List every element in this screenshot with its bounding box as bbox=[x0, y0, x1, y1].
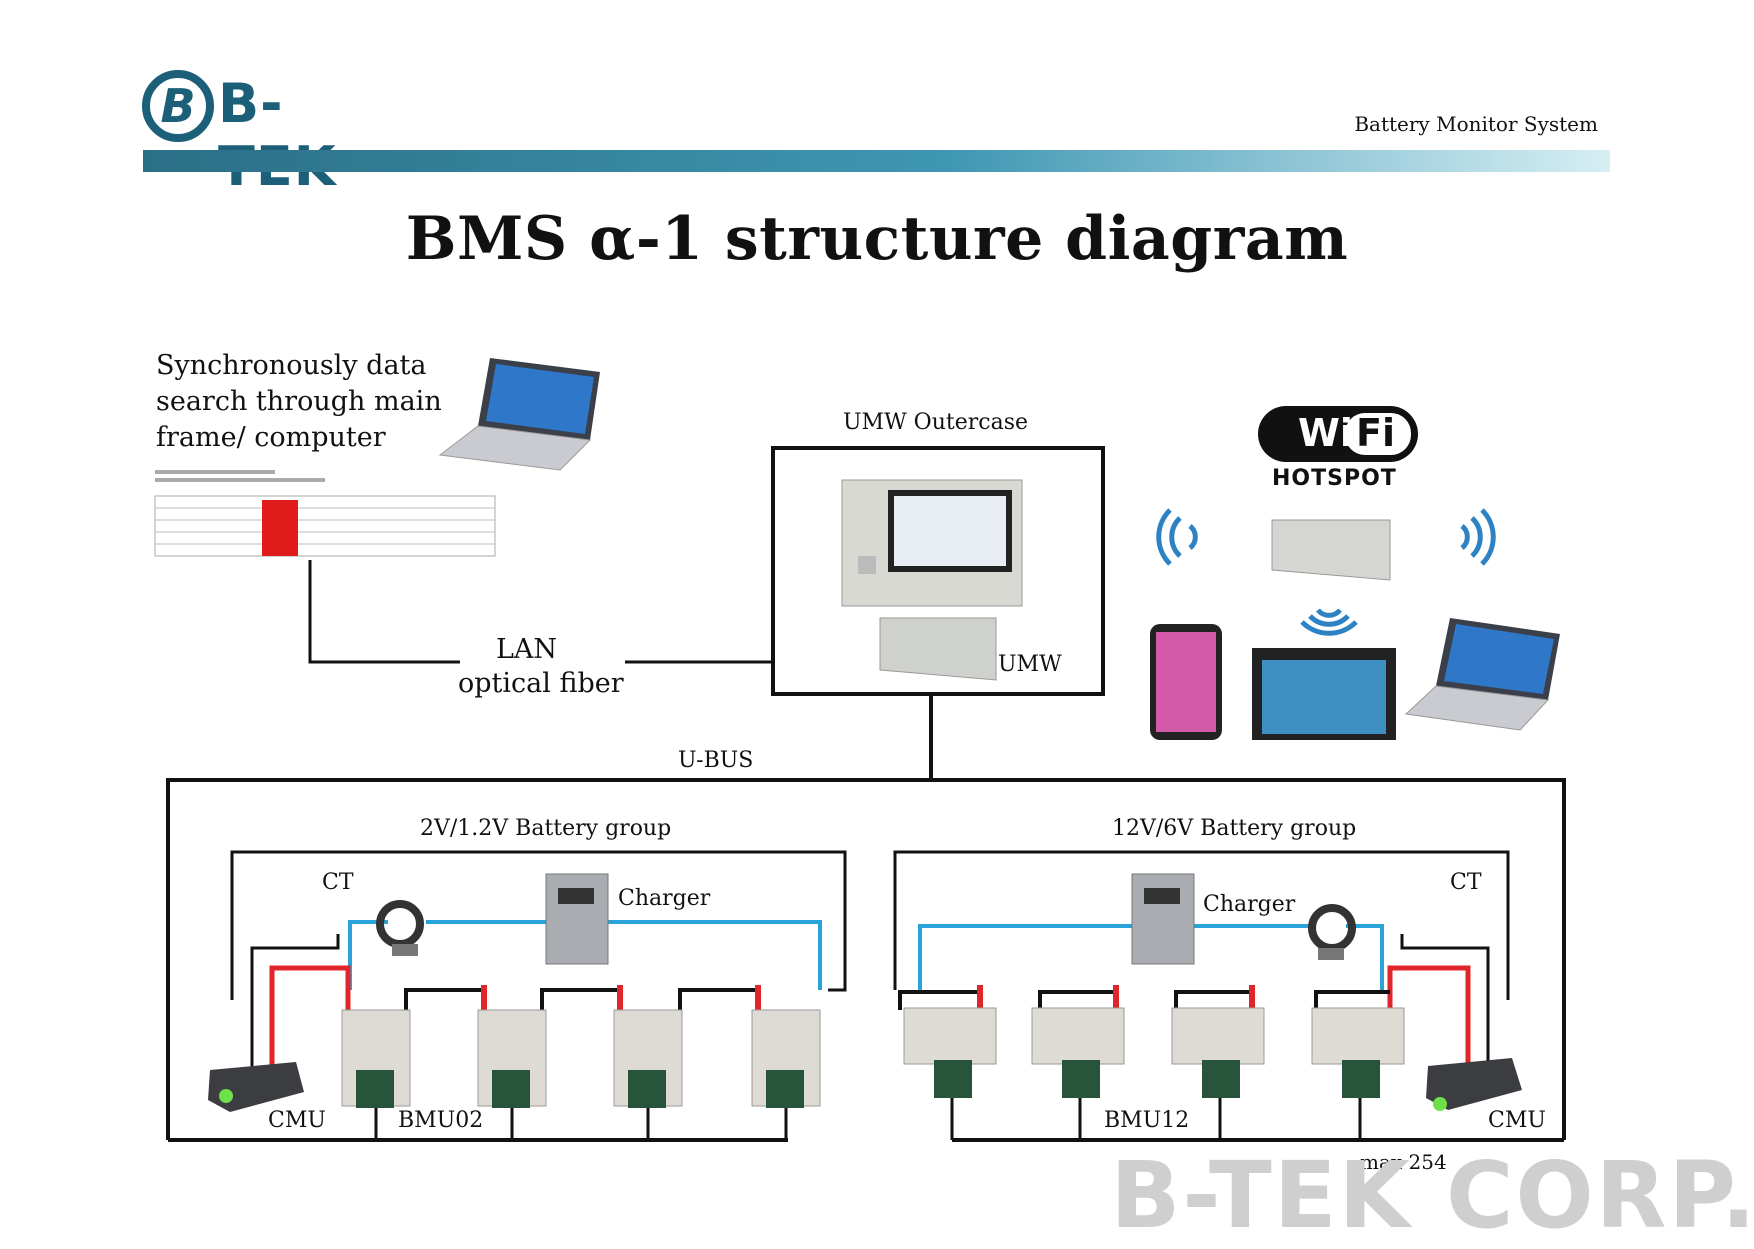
group-left-label: 2V/1.2V Battery group bbox=[420, 816, 672, 841]
umw-outercase-label: UMW Outercase bbox=[843, 410, 1029, 435]
smartphone-icon bbox=[1150, 624, 1222, 740]
ct-sensor-left bbox=[376, 900, 424, 956]
lan-label: LAN bbox=[496, 634, 558, 665]
charger-left-label: Charger bbox=[618, 886, 711, 911]
data-table-thumbnail bbox=[154, 470, 496, 557]
cmu-right-label: CMU bbox=[1488, 1108, 1546, 1133]
optical-fiber-label: optical fiber bbox=[458, 668, 624, 699]
sync-description: Synchronously data search through main f… bbox=[156, 350, 442, 453]
umw-outercase-box bbox=[771, 446, 1105, 696]
group-right-label: 12V/6V Battery group bbox=[1112, 816, 1357, 841]
header-divider-bar bbox=[143, 150, 1610, 172]
charger-left bbox=[545, 873, 609, 965]
wifi-hotspot-logo: Wi Fi bbox=[1258, 406, 1418, 462]
svg-text:Wi: Wi bbox=[1298, 411, 1353, 455]
u-bus-label: U-BUS bbox=[678, 748, 754, 773]
cmu-device-right bbox=[1426, 1058, 1522, 1111]
max-units-label: max 254 bbox=[1360, 1150, 1447, 1174]
umw-panel-device bbox=[841, 479, 1023, 607]
bmu12-label: BMU12 bbox=[1104, 1108, 1190, 1133]
cmu-device-left bbox=[208, 1062, 304, 1112]
page-title: BMS α-1 structure diagram bbox=[405, 204, 1349, 274]
hotspot-label: HOTSPOT bbox=[1272, 466, 1397, 491]
ct-sensor-right bbox=[1308, 904, 1356, 960]
laptop-icon-right bbox=[1404, 618, 1560, 731]
battery-row-left bbox=[341, 1009, 821, 1108]
ct-left-label: CT bbox=[322, 870, 354, 895]
umw-box-device bbox=[879, 617, 997, 681]
wifi-wave-icon-down bbox=[1300, 608, 1358, 636]
cmu-left-label: CMU bbox=[268, 1108, 326, 1133]
ct-right-label: CT bbox=[1450, 870, 1482, 895]
wifi-wave-icon-right bbox=[1460, 508, 1496, 566]
svg-text:B: B bbox=[160, 79, 195, 133]
watermark: B-TEK CORP. bbox=[1110, 1142, 1754, 1249]
bmu02-label: BMU02 bbox=[398, 1108, 484, 1133]
charger-right-label: Charger bbox=[1203, 892, 1296, 917]
tablet-icon bbox=[1252, 648, 1396, 740]
wifi-wave-icon-left bbox=[1156, 508, 1198, 566]
svg-text:Fi: Fi bbox=[1356, 411, 1395, 455]
umw-label: UMW bbox=[998, 652, 1062, 677]
b-tek-logo-icon: B bbox=[142, 70, 214, 142]
laptop-icon-left bbox=[438, 358, 600, 471]
hotspot-router bbox=[1271, 519, 1391, 581]
battery-row-right bbox=[903, 1007, 1405, 1098]
header-subtitle: Battery Monitor System bbox=[1354, 112, 1598, 136]
charger-right bbox=[1131, 873, 1195, 965]
